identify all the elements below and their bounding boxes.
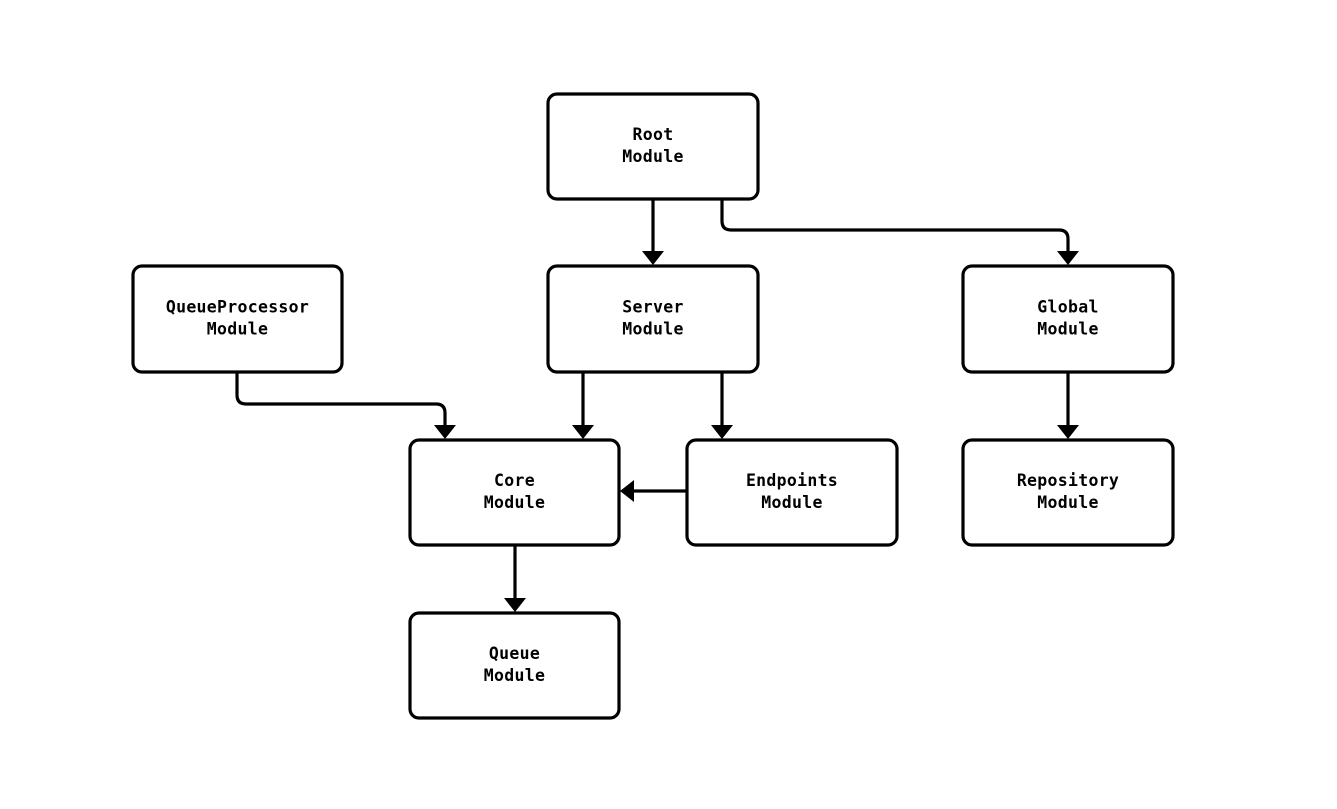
edges-layer xyxy=(235,199,1079,612)
node-box-server[interactable] xyxy=(546,264,760,374)
arrowhead-icon-queueprocessor-to-core xyxy=(434,425,456,439)
arrowhead-icon-global-to-repository xyxy=(1057,425,1079,439)
arrowhead-icon-server-to-endpoints xyxy=(711,425,733,439)
node-box-repository[interactable] xyxy=(961,438,1175,547)
node-box-root[interactable] xyxy=(546,92,760,201)
node-label-line2-repository: Module xyxy=(1037,493,1098,512)
node-box-queue[interactable] xyxy=(408,611,621,720)
node-label-line2-global: Module xyxy=(1037,320,1098,339)
node-box-global[interactable] xyxy=(961,264,1175,374)
arrowhead-icon-server-to-core xyxy=(572,425,594,439)
node-label-line2-endpoints: Module xyxy=(761,493,822,512)
edge-global-to-repository xyxy=(1057,372,1079,439)
edge-line-root-to-global xyxy=(720,199,1070,252)
node-label-line2-queue: Module xyxy=(484,666,545,685)
node-box-endpoints[interactable] xyxy=(685,438,899,547)
node-label-line1-server: Server xyxy=(622,298,683,317)
node-label-line1-queue: Queue xyxy=(489,644,540,663)
node-label-line1-global: Global xyxy=(1037,298,1098,317)
node-label-line1-repository: Repository xyxy=(1017,471,1119,490)
edge-server-to-core xyxy=(572,372,594,439)
arrowhead-icon-endpoints-to-core xyxy=(620,480,634,502)
node-label-line2-server: Module xyxy=(622,320,683,339)
edge-root-to-server xyxy=(642,199,664,265)
node-label-line2-root: Module xyxy=(622,147,683,166)
node-box-queueprocessor[interactable] xyxy=(131,264,344,374)
node-label-line2-queueprocessor: Module xyxy=(207,320,268,339)
edge-root-to-global xyxy=(720,199,1079,265)
edge-server-to-endpoints xyxy=(711,372,733,439)
edge-core-to-queue xyxy=(504,545,526,612)
node-label-line1-core: Core xyxy=(494,471,535,490)
node-label-line1-root: Root xyxy=(633,125,674,144)
edge-endpoints-to-core xyxy=(620,480,687,502)
arrowhead-icon-root-to-server xyxy=(642,251,664,265)
arrowhead-icon-core-to-queue xyxy=(504,598,526,612)
edge-line-queueprocessor-to-core xyxy=(235,372,447,426)
node-box-core[interactable] xyxy=(408,438,621,547)
edge-queueprocessor-to-core xyxy=(235,372,456,439)
nodes-layer: RootModuleQueueProcessorModuleServerModu… xyxy=(131,92,1175,720)
node-label-line1-endpoints: Endpoints xyxy=(746,471,838,490)
arrowhead-icon-root-to-global xyxy=(1057,251,1079,265)
node-label-line2-core: Module xyxy=(484,493,545,512)
node-label-line1-queueprocessor: QueueProcessor xyxy=(166,298,309,317)
